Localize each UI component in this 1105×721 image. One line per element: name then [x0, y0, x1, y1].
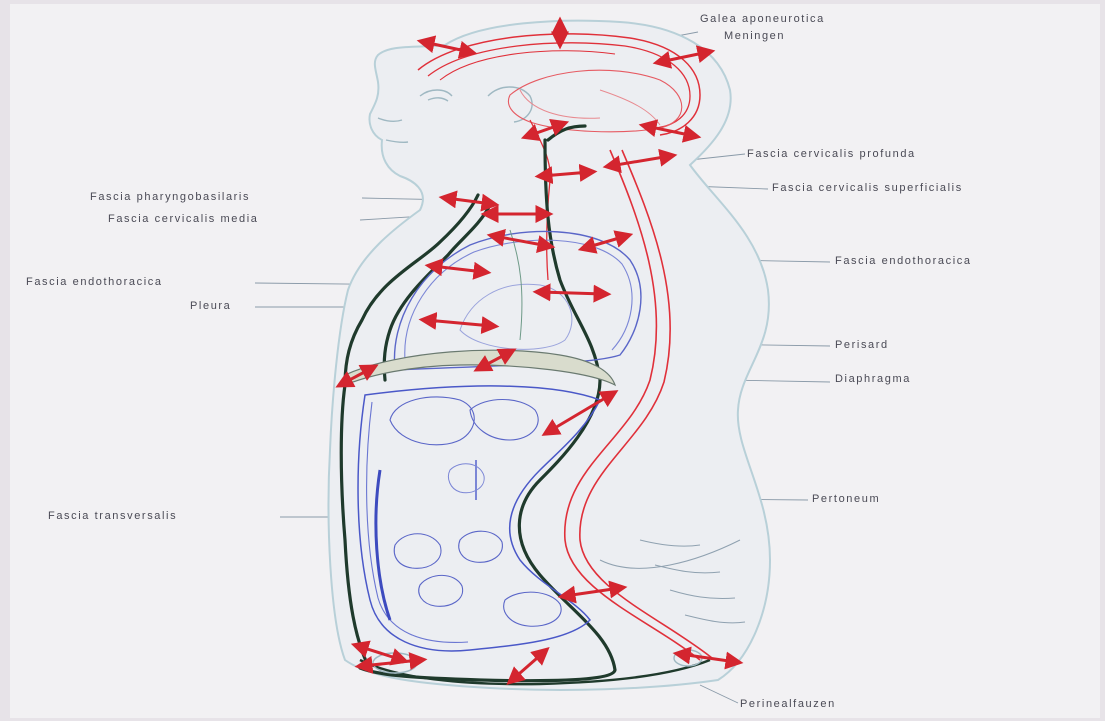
label-pleura: Pleura	[190, 300, 231, 312]
label-fascia-pharyngobasilaris: Fascia pharyngobasilaris	[90, 191, 250, 203]
arrow-thorax-mid	[540, 292, 604, 294]
label-fascia-endothoracica-left: Fascia endothoracica	[26, 276, 163, 288]
leader-perineal	[700, 685, 738, 703]
label-peritoneum: Pertoneum	[812, 493, 880, 505]
label-fascia-cervicalis-media: Fascia cervicalis media	[108, 213, 259, 225]
label-meningen: Meningen	[724, 30, 785, 42]
label-diaphragma: Diaphragma	[835, 373, 911, 385]
label-perinealfauzen: Perinealfauzen	[740, 698, 836, 710]
label-fascia-transversalis: Fascia transversalis	[48, 510, 177, 522]
label-fascia-cervicalis-superficialis: Fascia cervicalis superficialis	[772, 182, 963, 194]
label-fascia-cervicalis-profunda: Fascia cervicalis profunda	[747, 148, 916, 160]
label-perisard: Perisard	[835, 339, 889, 351]
label-fascia-endothoracica-right: Fascia endothoracica	[835, 255, 972, 267]
label-galea-aponeurotica: Galea aponeurotica	[700, 13, 825, 25]
